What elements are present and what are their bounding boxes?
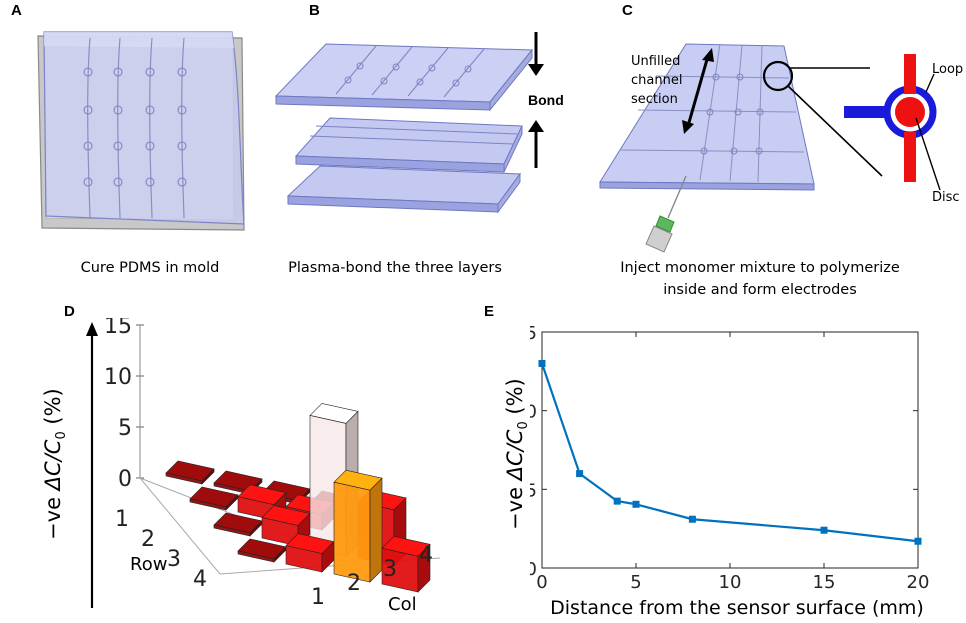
panel-e-series — [538, 359, 922, 545]
data-point — [820, 526, 828, 534]
panel-b-illustration — [274, 32, 544, 214]
data-point — [688, 515, 696, 523]
panel-e-ylabel: −ve ΔC/C0 (%) — [502, 378, 532, 530]
panel-b-caption: Plasma-bond the three layers — [288, 260, 502, 276]
bond-label: Bond — [528, 92, 564, 108]
panel-c-illustration — [599, 43, 941, 253]
panel-c-letter: C — [622, 2, 633, 19]
z-axis-arrowhead — [86, 322, 98, 336]
col-tick-label: 1 — [311, 585, 325, 610]
row-tick-label: 2 — [141, 527, 155, 552]
panel-a-caption: Cure PDMS in mold — [80, 260, 220, 276]
pdms-discs — [83, 67, 187, 187]
panel-e-ylabel-box: −ve ΔC/C0 (%) — [502, 330, 532, 580]
panel-e-chart: 0 5 10 15 20 0 5 10 15 — [530, 323, 929, 593]
data-point — [538, 359, 546, 367]
col-tick-label: 4 — [419, 543, 433, 568]
panel-a-illustration — [37, 31, 245, 231]
bar-3d — [213, 512, 263, 537]
panel-c-caption-line-2: inside and form electrodes — [663, 282, 857, 298]
z-tick-label: 0 — [118, 467, 132, 492]
panel-e-xlabel: Distance from the sensor surface (mm) — [550, 597, 924, 619]
bond-arrows — [528, 32, 544, 168]
panel-d-letter: D — [64, 303, 75, 320]
bar-3d — [381, 535, 431, 593]
panel-c-caption-line-1: Inject monomer mixture to polymerize — [620, 260, 900, 276]
x-tick-label: 20 — [907, 572, 930, 593]
data-point — [914, 537, 922, 545]
panel-e-letter: E — [484, 303, 495, 320]
z-tick-label: 15 — [104, 318, 132, 339]
syringe — [645, 175, 687, 253]
pdms-channels — [87, 37, 185, 219]
panel-a-letter: A — [11, 2, 22, 19]
row-axis-label: Row — [130, 554, 167, 575]
middle-layer — [294, 117, 523, 173]
top-layer — [274, 43, 534, 112]
row-tick-label: 4 — [193, 567, 207, 592]
col-tick-label: 3 — [383, 557, 397, 582]
y-tick-label: 5 — [530, 480, 537, 501]
z-tick-label: 10 — [104, 365, 132, 390]
bar-3d — [165, 460, 215, 485]
bar-3d — [333, 469, 383, 583]
disc-label: Disc — [932, 190, 960, 205]
bar-3d — [285, 533, 335, 573]
unfilled-line-1: Unfilled — [631, 54, 681, 69]
unfilled-arrow — [682, 48, 714, 134]
unfilled-label: Unfilled channel section — [631, 52, 682, 109]
x-tick-label: 5 — [630, 572, 641, 593]
floor-edge — [139, 477, 221, 575]
panel-e-axes: 0 5 10 15 20 0 5 10 15 — [530, 323, 929, 593]
data-point — [632, 500, 640, 508]
unfilled-line-2: channel — [631, 73, 683, 88]
series-line — [540, 363, 919, 543]
x-tick-label: 0 — [536, 572, 547, 593]
loop-label: Loop — [932, 62, 964, 77]
bar-3d — [237, 538, 287, 563]
device-channels — [619, 43, 805, 183]
unfilled-line-3: section — [631, 92, 678, 107]
data-point — [576, 470, 584, 478]
x-tick-label: 10 — [719, 572, 742, 593]
panel-c-caption: Inject monomer mixture to polymerize ins… — [580, 257, 940, 301]
bar-3d — [189, 486, 239, 511]
z-tick-label: 5 — [118, 416, 132, 441]
row-tick-label: 3 — [167, 547, 181, 572]
bottom-layer — [286, 165, 521, 214]
zoom-circle — [762, 60, 794, 92]
panel-d-ylabel-box: −ve ΔC/C0 (%) — [40, 330, 70, 610]
panel-d-bars — [165, 403, 431, 593]
plot-box — [541, 331, 919, 569]
panel-b-letter: B — [309, 2, 320, 19]
col-axis-label: Col — [388, 594, 417, 615]
y-tick-label: 10 — [530, 402, 537, 423]
y-tick-label: 0 — [530, 559, 537, 580]
data-point — [613, 497, 621, 505]
pdms-sheet — [43, 31, 245, 225]
panel-d-ylabel: −ve ΔC/C0 (%) — [40, 388, 70, 540]
y-tick-label: 15 — [530, 323, 537, 344]
col-tick-label: 2 — [347, 571, 361, 596]
loop-disc-diagram — [844, 54, 941, 191]
row-tick-label: 1 — [115, 507, 129, 532]
x-tick-label: 15 — [813, 572, 836, 593]
